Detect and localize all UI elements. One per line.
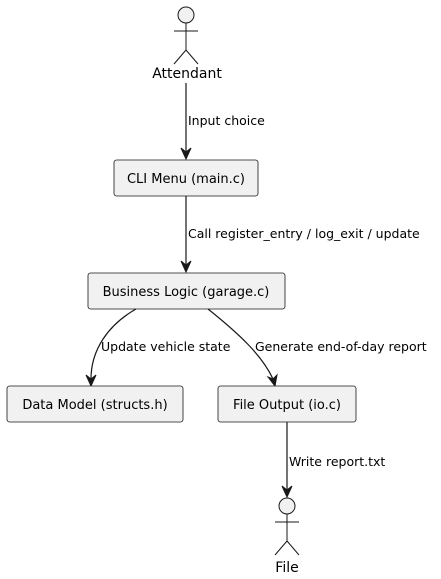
node-data-model-label: Data Model (structs.h)	[22, 398, 167, 413]
edge-label-call-register: Call register_entry / log_exit / update	[188, 226, 420, 241]
actor-attendant-label: Attendant	[152, 66, 222, 82]
arrowhead-icon	[266, 373, 278, 388]
edge-update-vehicle: Update vehicle state	[85, 308, 231, 388]
stick-figure-icon	[173, 6, 199, 65]
edge-generate-report: Generate end-of-day report	[207, 308, 427, 388]
node-business-logic-label: Business Logic (garage.c)	[103, 285, 270, 300]
node-file-output: File Output (io.c)	[217, 385, 357, 423]
edge-input-choice: Input choice	[180, 83, 265, 161]
edge-label-input-choice: Input choice	[188, 113, 265, 128]
edge-call-register: Call register_entry / log_exit / update	[180, 196, 420, 274]
arrowhead-icon	[180, 147, 192, 161]
actor-file-label: File	[275, 560, 298, 576]
edge-label-update-vehicle: Update vehicle state	[101, 339, 231, 354]
arrowhead-icon	[281, 485, 293, 499]
arrowhead-icon	[180, 260, 192, 274]
node-file-output-label: File Output (io.c)	[233, 398, 341, 413]
node-business-logic: Business Logic (garage.c)	[87, 272, 286, 310]
edge-label-generate-report: Generate end-of-day report	[255, 339, 427, 354]
arrowhead-icon	[85, 374, 97, 388]
node-cli-menu: CLI Menu (main.c)	[113, 159, 259, 197]
actor-attendant: Attendant	[152, 6, 222, 82]
actor-file: File	[274, 497, 300, 576]
edge-label-write-report: Write report.txt	[289, 454, 385, 469]
stick-figure-icon	[274, 497, 300, 556]
node-data-model: Data Model (structs.h)	[6, 385, 184, 423]
edge-write-report: Write report.txt	[281, 422, 385, 499]
node-cli-menu-label: CLI Menu (main.c)	[127, 172, 245, 187]
